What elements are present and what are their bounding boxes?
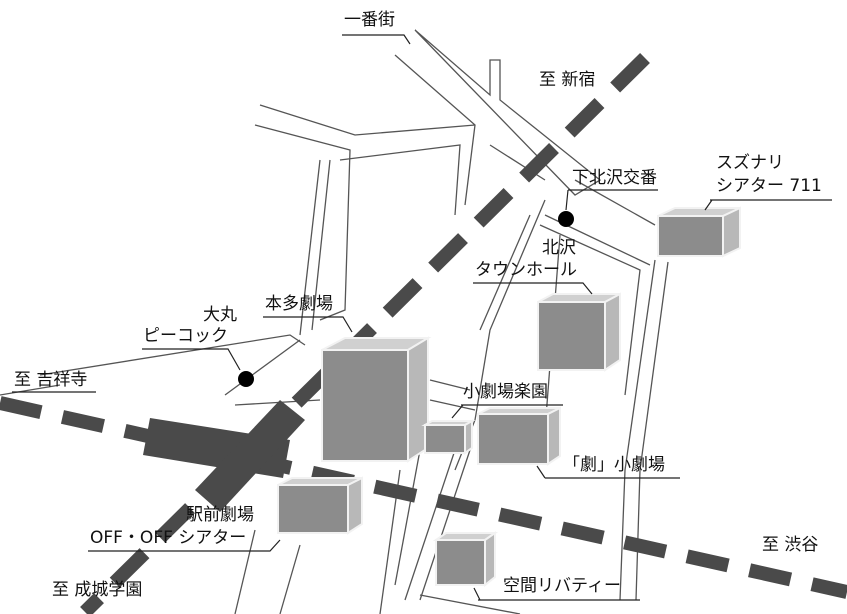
leader-ekimae [88, 539, 281, 552]
label-to-shibuya: 至 渋谷 [762, 535, 819, 555]
street [394, 54, 476, 206]
street [39, 334, 306, 376]
railway-line-odakyu [80, 53, 650, 614]
label-suzunari-line2: シアター 711 [716, 176, 822, 196]
label-shogekijo-rakuen: 小劇場楽園 [463, 382, 548, 402]
label-kitazawa-line1: 北沢 [542, 238, 576, 258]
leader-liberty [473, 587, 640, 601]
street [429, 399, 476, 411]
street [0, 384, 61, 396]
leader-lines [12, 34, 832, 601]
label-off-off-theater: OFF・OFF シアター [90, 528, 247, 548]
markers [238, 211, 574, 387]
label-kitazawa-line2: タウンホール [475, 260, 577, 280]
leader-honda [263, 316, 353, 333]
label-to-kichijoji: 至 吉祥寺 [14, 370, 88, 390]
street [311, 159, 331, 331]
label-kukan-liberty: 空間リバティー [503, 576, 621, 596]
street [234, 529, 256, 614]
building-kitazawa-town-hall [537, 292, 621, 372]
street [339, 144, 461, 216]
label-to-shinjuku: 至 新宿 [539, 70, 596, 90]
leader-suzunari [704, 199, 832, 211]
label-ekimae-gekijo: 駅前劇場 [186, 505, 254, 525]
street [254, 124, 351, 321]
street [279, 544, 301, 614]
buildings [277, 206, 741, 588]
street [429, 379, 471, 391]
leader-rakuen [451, 404, 563, 419]
building-shogekijo-rakuen [421, 419, 476, 455]
building-suzunari [657, 206, 741, 258]
street [394, 449, 421, 586]
railway-line-inokashira [0, 396, 847, 599]
street [299, 159, 321, 336]
street [404, 449, 456, 601]
leader-kitazawa [473, 282, 593, 295]
label-to-seijogakuen: 至 成城学園 [52, 580, 143, 600]
marker-daimaru [238, 371, 254, 387]
leader-koban [565, 189, 658, 211]
building-ekimae-gekijo [277, 476, 363, 535]
leader-daimaru [142, 348, 241, 371]
railways [0, 53, 847, 614]
street [259, 104, 476, 136]
station-platform [195, 400, 305, 512]
street [419, 449, 471, 601]
street [635, 261, 669, 601]
building-geki-shogekijo [477, 406, 561, 466]
street [224, 339, 301, 396]
street [479, 214, 531, 331]
label-daimaru-line2: ピーコック [143, 326, 228, 346]
label-daimaru-line1: 大丸 [203, 305, 237, 325]
leader-ichibangai [342, 34, 411, 45]
leader-geki [536, 465, 680, 479]
building-honda-gekijo [321, 336, 432, 463]
label-shimokitazawa-koban: 下北沢交番 [572, 168, 657, 188]
label-suzunari-line1: スズナリ [716, 153, 784, 173]
label-honda-gekijo: 本多劇場 [265, 294, 333, 314]
street [574, 179, 656, 226]
building-kukan-liberty [432, 531, 499, 588]
street [539, 224, 641, 396]
station [143, 400, 305, 512]
marker-koban [558, 211, 574, 227]
street [619, 259, 656, 601]
label-ichibangai: 一番街 [344, 10, 395, 30]
street [419, 594, 521, 614]
streets [0, 29, 669, 614]
street [414, 29, 602, 196]
label-geki-shogekijo: 「劇」小劇場 [563, 455, 665, 475]
